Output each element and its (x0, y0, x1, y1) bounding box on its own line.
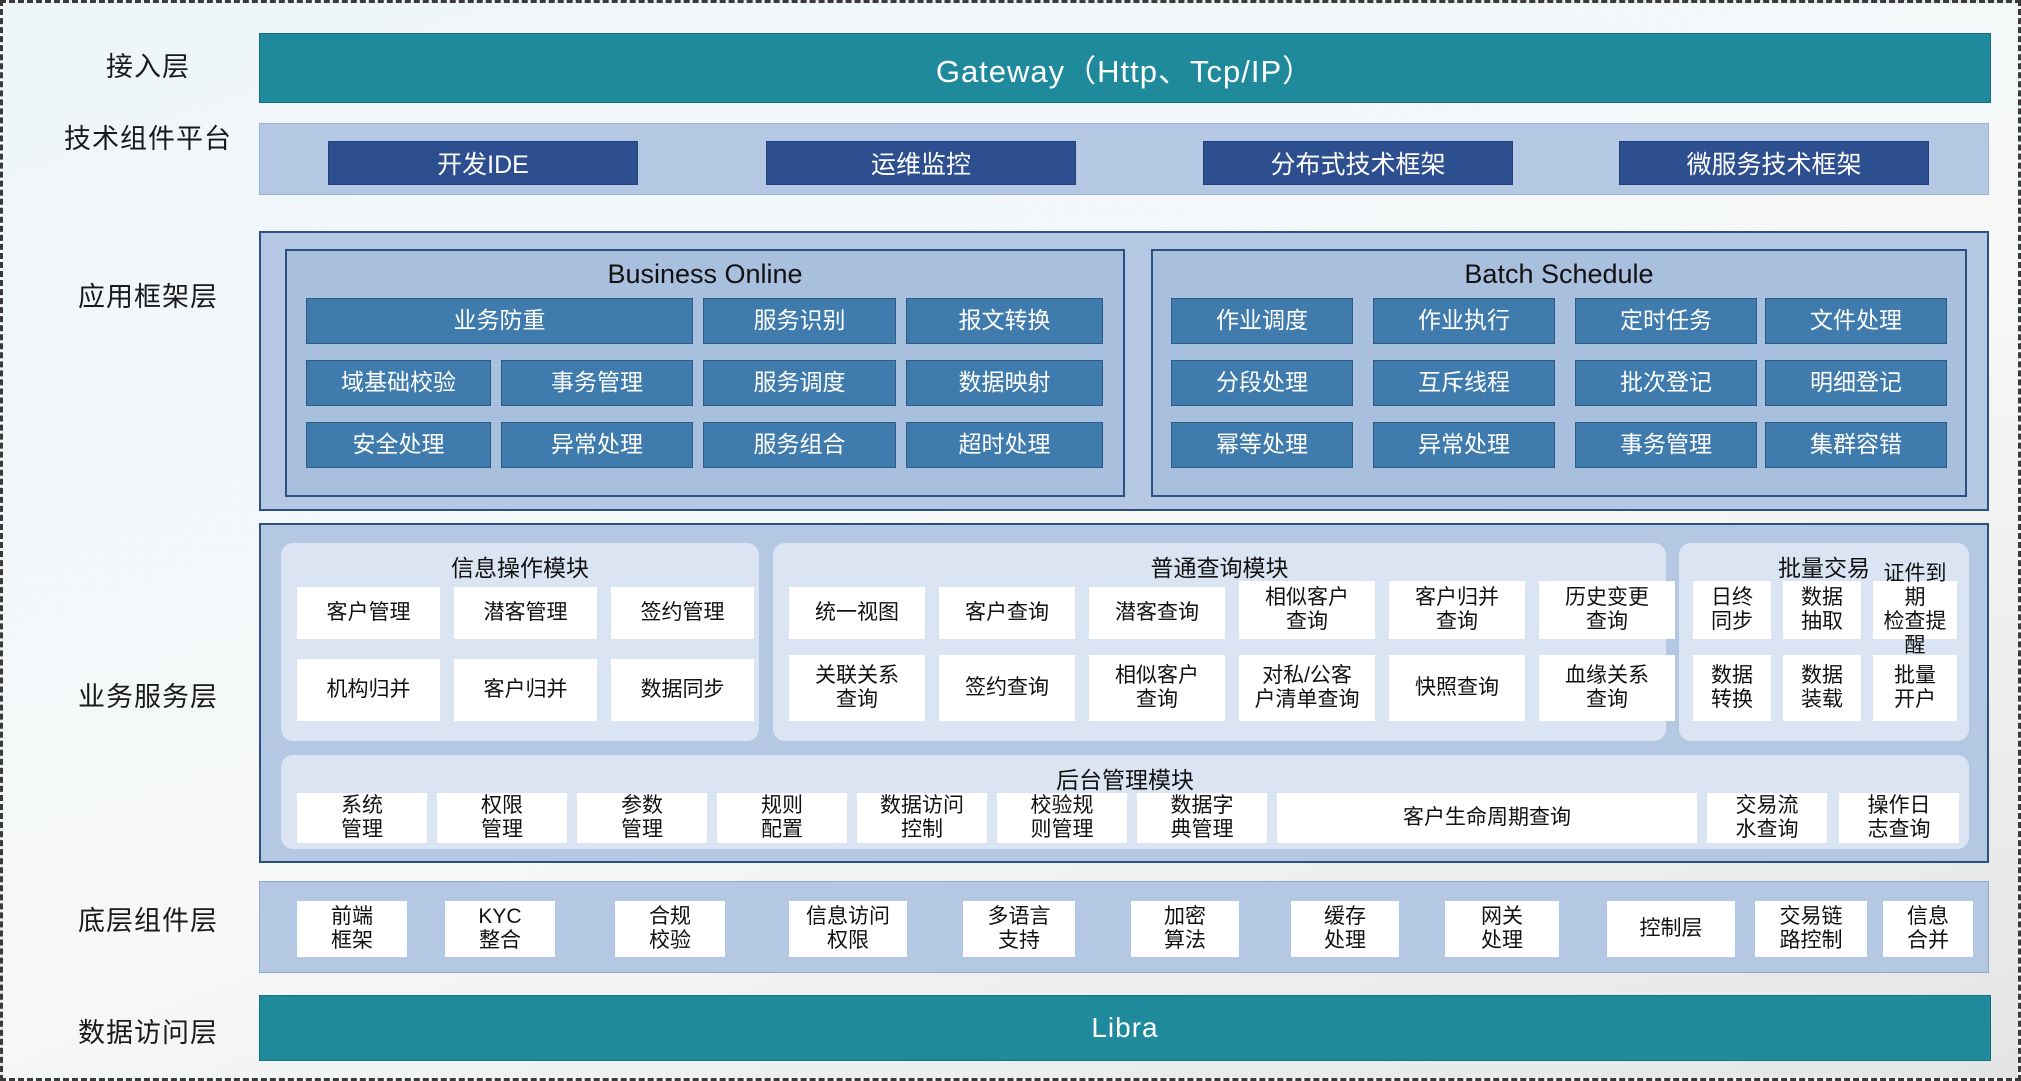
comp-chip-info-access-permission[interactable]: 信息访问权限 (789, 901, 907, 957)
group-title-batch-schedule: Batch Schedule (1464, 259, 1654, 289)
svc-chip-customer-lifecycle-query[interactable]: 客户生命周期查询 (1277, 793, 1697, 843)
module-title-batch-transaction: 批量交易 (1778, 555, 1870, 581)
chip-detail-register[interactable]: 明细登记 (1765, 360, 1947, 406)
module-title-backend-mgmt: 后台管理模块 (1056, 767, 1194, 793)
chip-message-convert[interactable]: 报文转换 (906, 298, 1103, 344)
comp-chip-gateway-processing[interactable]: 网关处理 (1445, 901, 1559, 957)
chip-exception-process-batch[interactable]: 异常处理 (1373, 422, 1555, 468)
svc-chip-customer-query[interactable]: 客户查询 (939, 587, 1075, 639)
comp-chip-control-layer[interactable]: 控制层 (1607, 901, 1735, 957)
comp-chip-multilanguage-support[interactable]: 多语言支持 (963, 901, 1075, 957)
svc-chip-history-change-query[interactable]: 历史变更查询 (1539, 581, 1675, 639)
group-title-business-online: Business Online (607, 259, 803, 289)
chip-timeout-process[interactable]: 超时处理 (906, 422, 1103, 468)
chip-job-execute[interactable]: 作业执行 (1373, 298, 1555, 344)
svc-chip-unified-view[interactable]: 统一视图 (789, 587, 925, 639)
layer-label-access: 接入层 (106, 52, 190, 82)
svc-chip-data-convert[interactable]: 数据转换 (1693, 655, 1771, 721)
chip-transaction-mgmt-batch[interactable]: 事务管理 (1575, 422, 1757, 468)
svc-chip-param-mgmt[interactable]: 参数管理 (577, 793, 707, 843)
chip-mutex-thread[interactable]: 互斥线程 (1373, 360, 1555, 406)
svc-chip-cert-expiry-reminder[interactable]: 证件到期检查提醒 (1873, 562, 1957, 657)
chip-data-mapping[interactable]: 数据映射 (906, 360, 1103, 406)
chip-cluster-fault-tolerance[interactable]: 集群容错 (1765, 422, 1947, 468)
svc-chip-batch-account-open[interactable]: 批量开户 (1873, 655, 1957, 721)
svc-chip-contract-mgmt[interactable]: 签约管理 (611, 587, 754, 639)
svc-chip-eod-sync[interactable]: 日终同步 (1693, 581, 1771, 639)
svc-chip-data-dictionary-mgmt[interactable]: 数据字典管理 (1137, 793, 1267, 843)
module-title-info-operation: 信息操作模块 (451, 555, 589, 581)
svc-chip-data-load[interactable]: 数据装载 (1783, 655, 1861, 721)
svc-chip-relation-query[interactable]: 关联关系查询 (789, 655, 925, 721)
chip-segment-process[interactable]: 分段处理 (1171, 360, 1353, 406)
chip-domain-basic-validate[interactable]: 域基础校验 (306, 360, 491, 406)
chip-scheduled-task[interactable]: 定时任务 (1575, 298, 1757, 344)
chip-exception-process[interactable]: 异常处理 (501, 422, 693, 468)
tech-chip-distributed[interactable]: 分布式技术框架 (1203, 141, 1513, 185)
svc-chip-prospect-query[interactable]: 潜客查询 (1089, 587, 1225, 639)
comp-chip-encryption-algorithm[interactable]: 加密算法 (1131, 901, 1239, 957)
comp-chip-info-merge[interactable]: 信息合并 (1883, 901, 1973, 957)
svc-chip-data-sync[interactable]: 数据同步 (611, 659, 754, 721)
layer-label-dataaccess: 数据访问层 (78, 1018, 218, 1048)
layer-label-component: 底层组件层 (78, 906, 218, 936)
chip-service-compose[interactable]: 服务组合 (703, 422, 896, 468)
comp-chip-compliance-check[interactable]: 合规校验 (615, 901, 725, 957)
chip-batch-register[interactable]: 批次登记 (1575, 360, 1757, 406)
chip-security-process[interactable]: 安全处理 (306, 422, 491, 468)
svc-chip-similar-customer-query[interactable]: 相似客户查询 (1239, 581, 1375, 639)
layer-label-appframe: 应用框架层 (78, 282, 218, 312)
tech-chip-ops[interactable]: 运维监控 (766, 141, 1076, 185)
tech-chip-ide[interactable]: 开发IDE (328, 141, 638, 185)
libra-bar: Libra (259, 995, 1991, 1061)
chip-file-process[interactable]: 文件处理 (1765, 298, 1947, 344)
chip-idempotent-process[interactable]: 幂等处理 (1171, 422, 1353, 468)
tech-chip-microservice[interactable]: 微服务技术框架 (1619, 141, 1929, 185)
svc-chip-data-extract[interactable]: 数据抽取 (1783, 581, 1861, 639)
layer-label-bizservice: 业务服务层 (78, 682, 218, 712)
chip-business-dedup[interactable]: 业务防重 (306, 298, 693, 344)
svc-chip-data-access-control[interactable]: 数据访问控制 (857, 793, 987, 843)
svc-chip-customer-merge[interactable]: 客户归并 (454, 659, 597, 721)
layer-label-tech: 技术组件平台 (64, 124, 232, 154)
chip-job-schedule[interactable]: 作业调度 (1171, 298, 1353, 344)
svc-chip-customer-mgmt[interactable]: 客户管理 (297, 587, 440, 639)
svc-chip-lineage-query[interactable]: 血缘关系查询 (1539, 655, 1675, 721)
gateway-bar: Gateway（Http、Tcp/IP） (259, 33, 1991, 103)
comp-chip-cache-processing[interactable]: 缓存处理 (1291, 901, 1399, 957)
chip-transaction-mgmt[interactable]: 事务管理 (501, 360, 693, 406)
svc-chip-permission-mgmt[interactable]: 权限管理 (437, 793, 567, 843)
chip-service-identify[interactable]: 服务识别 (703, 298, 896, 344)
svc-chip-operation-log-query[interactable]: 操作日志查询 (1839, 793, 1959, 843)
svc-chip-validate-rule-mgmt[interactable]: 校验规则管理 (997, 793, 1127, 843)
svc-chip-org-merge[interactable]: 机构归并 (297, 659, 440, 721)
svc-chip-rule-config[interactable]: 规则配置 (717, 793, 847, 843)
chip-service-schedule[interactable]: 服务调度 (703, 360, 896, 406)
svc-chip-similar-customer-query-2[interactable]: 相似客户查询 (1089, 655, 1225, 721)
comp-chip-frontend-framework[interactable]: 前端框架 (297, 901, 407, 957)
svc-chip-transaction-flow-query[interactable]: 交易流水查询 (1707, 793, 1827, 843)
module-title-common-query: 普通查询模块 (1150, 555, 1289, 581)
svc-chip-customer-merge-query[interactable]: 客户归并查询 (1389, 581, 1525, 639)
svc-chip-system-mgmt[interactable]: 系统管理 (297, 793, 427, 843)
svc-chip-snapshot-query[interactable]: 快照查询 (1389, 655, 1525, 721)
svc-chip-private-public-customer-list-query[interactable]: 对私/公客户清单查询 (1239, 655, 1375, 721)
svc-chip-contract-query[interactable]: 签约查询 (939, 655, 1075, 721)
svc-chip-prospect-mgmt[interactable]: 潜客管理 (454, 587, 597, 639)
comp-chip-transaction-link-control[interactable]: 交易链路控制 (1755, 901, 1867, 957)
